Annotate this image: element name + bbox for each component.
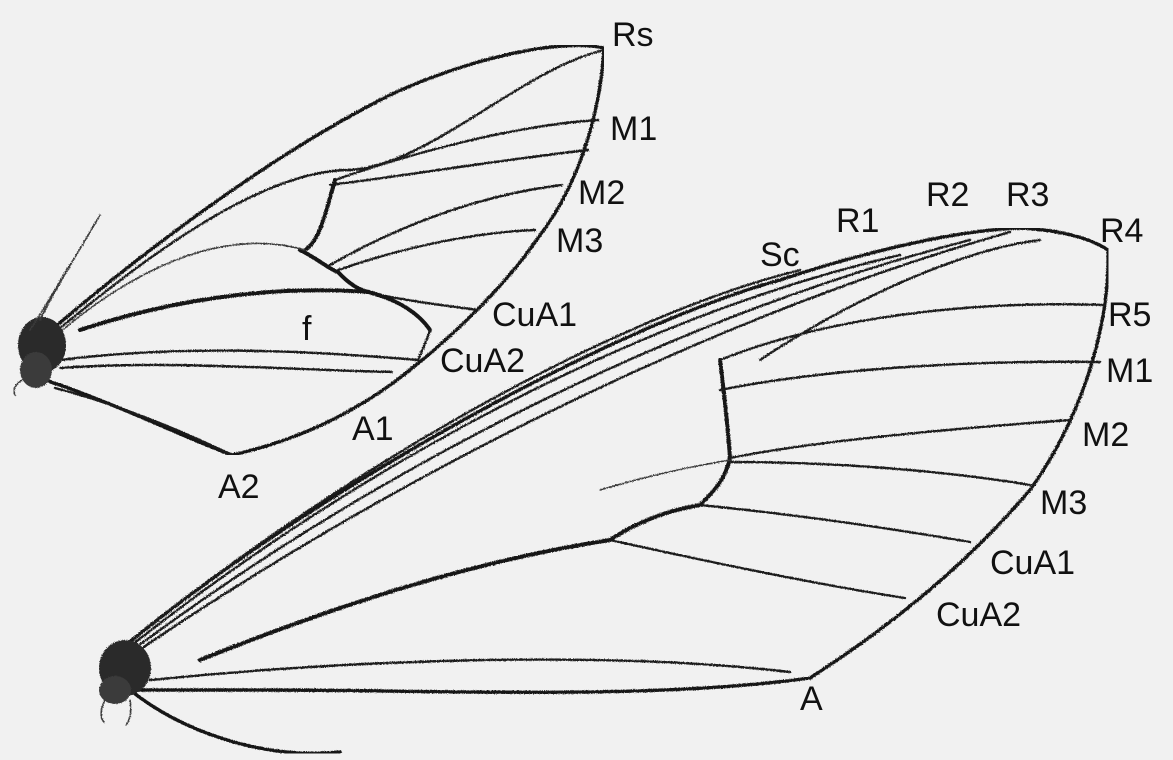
hindwing-label-a: A	[800, 680, 823, 718]
hindwing-vein-cua1	[700, 505, 970, 542]
hindwing-label-m2: M2	[1082, 416, 1129, 454]
forewing-vein-m3	[338, 230, 535, 270]
hindwing-label-m1: M1	[1106, 352, 1153, 390]
forewing-label-m3: M3	[556, 222, 603, 260]
hindwing-base-scales	[99, 640, 151, 725]
forewing-vein-basal	[30, 243, 305, 360]
forewing-label-m2: M2	[578, 174, 625, 212]
hindwing-vein-m3	[730, 462, 1030, 485]
hindwing-anal-lobe	[130, 690, 340, 753]
hindwing-label-r3: R3	[1006, 176, 1049, 214]
hindwing-label-sc: Sc	[760, 236, 800, 274]
hindwing-vein-m2	[730, 420, 1070, 458]
forewing-label-a2: A2	[218, 468, 260, 506]
hindwing-label-cua2: CuA2	[936, 596, 1021, 634]
forewing-cell-upper	[305, 180, 335, 250]
hindwing-vein-cua2	[610, 540, 905, 598]
hindwing-label-r1: R1	[836, 202, 879, 240]
forewing-label-cua2: CuA2	[440, 342, 525, 380]
forewing-vein-rs	[335, 120, 598, 180]
forewing-label-rs: Rs	[612, 16, 654, 54]
hindwing-cell-crossvein	[700, 360, 730, 505]
hindwing-inner-margin	[130, 678, 810, 692]
hindwing-label-r4: R4	[1100, 212, 1143, 250]
forewing-label-a1: A1	[352, 410, 394, 448]
forewing-vein-a1	[60, 365, 392, 372]
hindwing-vein-m1	[720, 362, 1100, 390]
hindwing-vein-r4	[760, 240, 1040, 360]
hindwing-label-cua1: CuA1	[990, 544, 1075, 582]
hindwing-vein-m-stub	[600, 460, 730, 490]
hindwing-label-r5: R5	[1108, 296, 1151, 334]
forewing-cell-crossvein	[300, 250, 368, 292]
hindwing-vein-a	[150, 660, 790, 680]
forewing-vein-f	[60, 351, 418, 360]
hindwing-label-m3: M3	[1040, 484, 1087, 522]
forewing-vein-cua1	[368, 292, 478, 310]
hindwing-vein-r5	[720, 304, 1105, 360]
forewing-label-cua1: CuA1	[492, 296, 577, 334]
hindwing-label-r2: R2	[926, 176, 969, 214]
hindwing-cu-stem	[200, 505, 700, 660]
forewing-label-f: f	[302, 310, 312, 348]
forewing-vein-cua-stem	[80, 290, 430, 330]
forewing-label-m1: M1	[610, 110, 657, 148]
